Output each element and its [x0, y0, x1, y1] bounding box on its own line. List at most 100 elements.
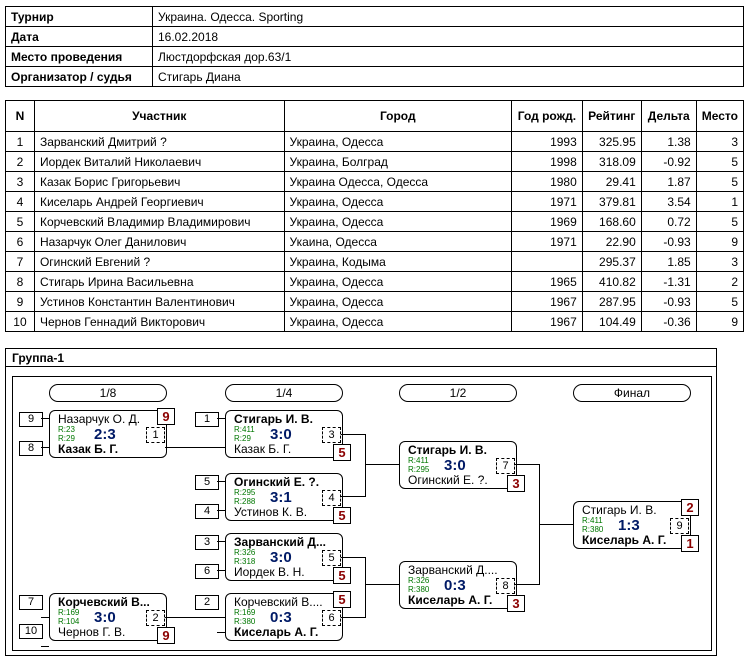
seed-box: 9	[19, 412, 43, 427]
group-title: Группа-1	[6, 349, 716, 367]
player-place: 3	[695, 131, 745, 152]
player-name: Чернов Геннадий Викторович	[33, 311, 285, 332]
player2-name: Казак Б. Г.	[234, 442, 292, 456]
player-name: Огинский Евгений ?	[33, 251, 285, 272]
connector-line	[341, 434, 365, 435]
match-score: 3:0	[270, 426, 292, 443]
player1-name: Корчевский В....	[234, 595, 323, 609]
player-n: 1	[5, 131, 35, 152]
player1-rating: R:23	[58, 425, 75, 434]
connector-line	[217, 541, 225, 542]
match-score: 0:3	[270, 609, 292, 626]
match-score: 3:0	[94, 609, 116, 626]
match-score: 0:3	[444, 577, 466, 594]
match-number: 1	[146, 427, 165, 443]
player-delta: 1.87	[640, 171, 697, 192]
info-key: Организатор / судья	[5, 66, 153, 87]
col-n: N	[5, 100, 35, 132]
player2-rating: R:29	[234, 434, 251, 443]
player-rating: 410.82	[581, 271, 642, 292]
player-place: 5	[695, 291, 745, 312]
player-city: Украина, Одесса	[283, 211, 513, 232]
player-place: 2	[695, 271, 745, 292]
connector-line	[165, 447, 225, 448]
player-name: Иордек Виталий Николаевич	[33, 151, 285, 172]
player-n: 8	[5, 271, 35, 292]
player-city: Украина, Одесса	[283, 271, 513, 292]
match-score: 3:0	[444, 457, 466, 474]
player2-name: Киселарь А. Г.	[234, 625, 319, 639]
player-city: Украина, Одесса	[283, 191, 513, 212]
connector-line	[539, 524, 573, 525]
seed-box: 5	[195, 475, 219, 490]
col-participant: Участник	[33, 100, 285, 132]
player1-name: Назарчук О. Д.	[58, 412, 141, 426]
player-delta: -0.36	[640, 311, 697, 332]
col-year: Год рожд.	[511, 100, 583, 132]
player2-rating: R:295	[408, 465, 430, 474]
place-badge: 2	[681, 499, 699, 516]
player-name: Казак Борис Григорьевич	[33, 171, 285, 192]
player-rating: 295.37	[581, 251, 642, 272]
player-delta: -0.93	[640, 291, 697, 312]
match-number: 7	[496, 458, 515, 474]
player-delta: -1.31	[640, 271, 697, 292]
player1-rating: R:411	[582, 516, 603, 525]
player-n: 10	[5, 311, 35, 332]
players-table: N Участник Город Год рожд. Рейтинг Дельт…	[5, 100, 745, 332]
player-place: 5	[695, 211, 745, 232]
match-number: 3	[322, 427, 341, 443]
match-number: 5	[322, 550, 341, 566]
player2-name: Казак Б. Г.	[58, 442, 119, 456]
round-label-1-2: 1/2	[399, 384, 517, 402]
place-badge: 5	[333, 567, 351, 584]
player-delta: 3.54	[640, 191, 697, 212]
connector-line	[515, 584, 539, 585]
player2-rating: R:380	[234, 617, 256, 626]
player-n: 5	[5, 211, 35, 232]
place-badge: 9	[157, 408, 175, 425]
player-place: 5	[695, 151, 745, 172]
match-number: 8	[496, 578, 515, 594]
player-rating: 22.90	[581, 231, 642, 252]
seed-box: 6	[195, 564, 219, 579]
player-year: 1971	[511, 191, 583, 212]
connector-line	[341, 557, 365, 558]
player-city: Украина, Кодыма	[283, 251, 513, 272]
player-delta: -0.93	[640, 231, 697, 252]
player2-rating: R:104	[58, 617, 80, 626]
player1-rating: R:411	[408, 456, 429, 465]
player-rating: 325.95	[581, 131, 642, 152]
place-badge: 1	[681, 535, 699, 552]
connector-line	[217, 418, 225, 419]
player1-rating: R:169	[58, 608, 80, 617]
player-n: 4	[5, 191, 35, 212]
player-n: 6	[5, 231, 35, 252]
player1-rating: R:169	[234, 608, 256, 617]
seed-box: 2	[195, 595, 219, 610]
connector-line	[515, 464, 539, 465]
player1-name: Огинский Е. ?.	[234, 475, 320, 489]
seed-box: 4	[195, 504, 219, 519]
player-name: Корчевский Владимир Владимирович	[33, 211, 285, 232]
place-badge: 9	[157, 627, 175, 644]
player-delta: 1.38	[640, 131, 697, 152]
player-rating: 287.95	[581, 291, 642, 312]
player-name: Назарчук Олег Данилович	[33, 231, 285, 252]
player-year: 1993	[511, 131, 583, 152]
connector-line	[165, 617, 225, 618]
player1-rating: R:326	[234, 548, 256, 557]
